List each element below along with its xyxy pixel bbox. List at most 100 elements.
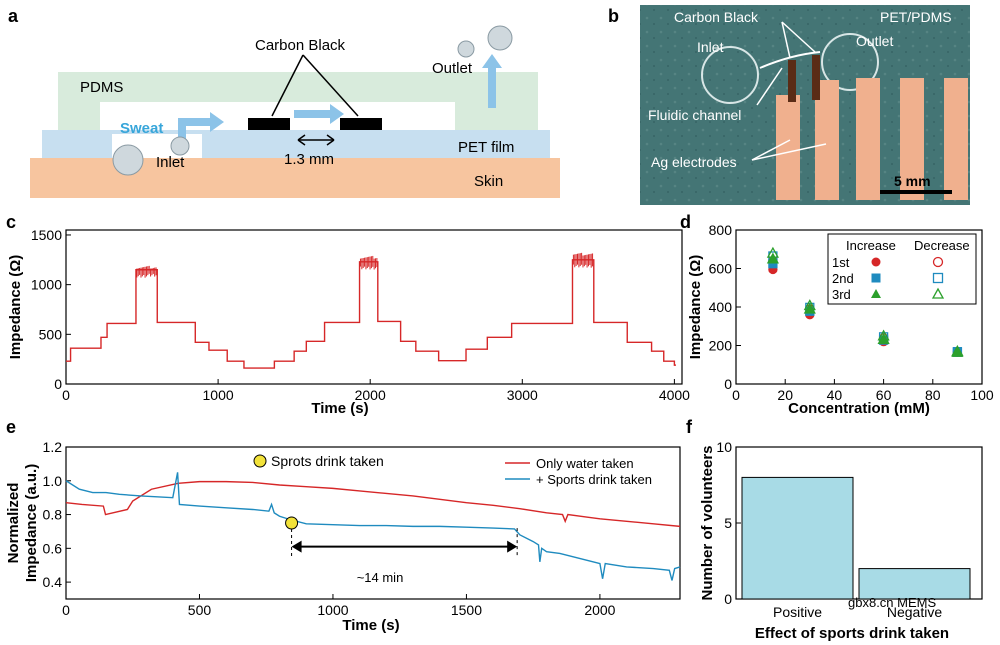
x-tick-label: 0 <box>62 387 70 403</box>
label-pet-film: PET film <box>458 139 514 156</box>
y-tick-label: 1.0 <box>43 473 63 489</box>
outlet-droplet-large <box>487 25 513 51</box>
photo-label-scale: 5 mm <box>894 173 931 189</box>
legend-marker-2nd-decrease <box>932 272 944 284</box>
panel-a: a Carbon Black Outlet PDMS Sweat Inlet 1… <box>8 6 560 198</box>
x-tick-label: 40 <box>827 387 843 403</box>
chart-e-series-only-water <box>65 480 681 528</box>
chart-e-xlabel: Time (s) <box>342 617 399 634</box>
x-tick-label: 80 <box>925 387 941 403</box>
chart-e-marker-legend <box>253 454 267 468</box>
photo-pointer-ag-1 <box>751 139 791 161</box>
photo-label-ag-electrodes: Ag electrodes <box>651 154 737 170</box>
legend-sports-drink: + Sports drink taken <box>536 472 652 487</box>
photo-electrode-4 <box>900 78 924 200</box>
sweat-droplet-small <box>170 136 190 156</box>
legend-marker-3rd-increase <box>871 289 881 298</box>
y-tick-label: 0.6 <box>43 540 63 556</box>
legend-increase: Increase <box>846 238 896 253</box>
y-tick-label: 0 <box>54 376 62 392</box>
x-tick-label: 1000 <box>203 387 234 403</box>
scatter-point-increase <box>766 252 780 264</box>
chart-f-bars: Positive Negative <box>741 476 971 620</box>
pointer-line-right <box>302 54 359 117</box>
scatter-point-increase <box>951 345 964 357</box>
bar-category-label: Negative <box>887 604 942 620</box>
chart-e-ylabel-line2: Impedance (a.u.) <box>23 464 40 582</box>
photo-carbon-black-left <box>788 60 796 102</box>
chart-c-ylabel: Impedance (Ω) <box>7 255 24 360</box>
legend-marker-1st-increase <box>871 257 881 267</box>
panel-b-letter: b <box>608 6 619 26</box>
sports-drink-marker <box>285 516 299 530</box>
legend-box <box>827 233 977 305</box>
photo-label-inlet: Inlet <box>697 39 724 55</box>
photo-label-outlet: Outlet <box>856 33 893 49</box>
x-tick-label: 1500 <box>451 602 482 618</box>
chart-f-ylabel: Number of volunteers <box>699 445 716 600</box>
photo-electrode-5 <box>944 78 968 200</box>
chart-c-series-line <box>66 259 676 369</box>
x-tick-label: 3000 <box>507 387 538 403</box>
y-tick-label: 400 <box>709 299 733 315</box>
x-tick-label: 4000 <box>659 387 690 403</box>
photo-pointer-cb-right <box>781 21 816 53</box>
legend-row-3rd: 3rd <box>832 287 851 302</box>
y-tick-label: 0.4 <box>43 574 63 590</box>
photo-label-fluidic-channel: Fluidic channel <box>648 107 741 123</box>
photo-outlet-hole <box>821 33 879 91</box>
chart-e-marker-label: Sprots drink taken <box>271 453 384 469</box>
chart-e-annotations <box>285 516 518 557</box>
bar-category-label: Positive <box>773 604 822 620</box>
label-skin: Skin <box>474 173 503 190</box>
panel-c-letter: c <box>6 212 16 232</box>
chart-e-series-sports-drink <box>65 472 681 581</box>
chart-c-noise-spikes <box>136 252 594 278</box>
panel-a-letter: a <box>8 6 19 26</box>
y-tick-label: 0 <box>724 376 732 392</box>
channel-flow-arrow <box>294 104 344 124</box>
panel-e-letter: e <box>6 417 16 437</box>
outlet-flow-arrow <box>482 54 502 108</box>
pointer-line-left <box>271 54 304 117</box>
scatter-point-increase <box>803 302 816 314</box>
chart-c-xlabel: Time (s) <box>311 400 368 417</box>
y-tick-label: 200 <box>709 338 733 354</box>
photo-label-carbon-black: Carbon Black <box>674 9 759 25</box>
label-gap: 1.3 mm <box>284 151 334 168</box>
scatter-point-increase <box>877 333 890 344</box>
outlet-droplet-small <box>457 40 475 58</box>
x-tick-label: 1000 <box>317 602 348 618</box>
chart-f-xlabel: Effect of sports drink taken <box>755 625 949 642</box>
label-inlet: Inlet <box>156 154 185 171</box>
bar <box>858 568 971 600</box>
chart-d-ylabel: Impedance (Ω) <box>687 255 704 360</box>
carbon-black-electrode-right <box>340 118 382 130</box>
sweat-flow-arrow <box>178 112 224 140</box>
legend-marker-3rd-decrease <box>931 287 945 299</box>
label-carbon-black: Carbon Black <box>255 37 346 54</box>
chart-e-ylabel-line1: Normalized <box>5 483 22 564</box>
x-tick-label: 100 <box>970 387 994 403</box>
photo-pointer-ag-2 <box>751 143 827 161</box>
panel-f-letter: f <box>686 417 693 437</box>
photo-label-pet-pdms: PET/PDMS <box>880 9 952 25</box>
label-sweat: Sweat <box>120 120 163 137</box>
y-tick-label: 1000 <box>31 277 62 293</box>
photo-carbon-black-right <box>812 55 820 100</box>
watermark: gbx8.cn MEMS <box>848 595 936 610</box>
chart-d-xlabel: Concentration (mM) <box>788 400 930 417</box>
panel-d-letter: d <box>680 212 691 232</box>
legend-only-water: Only water taken <box>536 456 634 471</box>
photo-pointer-channel <box>756 67 783 106</box>
gap-dimension-arrowheads <box>297 134 335 146</box>
bar <box>741 476 854 600</box>
chart-d-points <box>766 246 964 357</box>
